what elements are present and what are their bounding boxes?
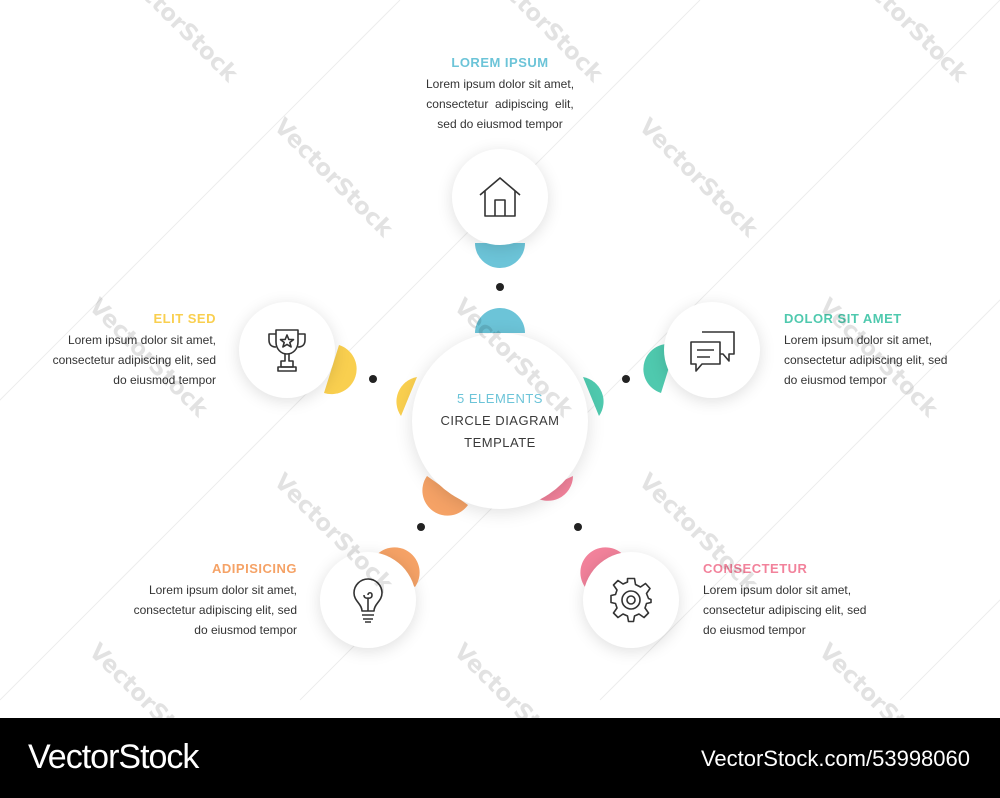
- adipisicing-title: ADIPISICING: [212, 561, 297, 576]
- gear-icon: [610, 577, 652, 623]
- consectetur-dot: [574, 523, 582, 531]
- description-line: do eiusmod tempor: [703, 623, 806, 637]
- description-line: consectetur adipiscing elit, sed: [52, 353, 216, 367]
- elit-sed-block: ELIT SED Lorem ipsum dolor sit amet, con…: [16, 311, 216, 390]
- footer-bar: VectorStock VectorStock.com/53998060: [0, 718, 1000, 798]
- trophy-icon: [268, 329, 306, 372]
- dolor-sit-amet-description: Lorem ipsum dolor sit amet, consectetur …: [784, 330, 984, 390]
- consectetur-title: CONSECTETUR: [703, 561, 808, 576]
- adipisicing-dot: [417, 523, 425, 531]
- elit-sed-icon-circle: [239, 302, 335, 398]
- description-line: consectetur adipiscing elit, sed: [703, 603, 867, 617]
- elit-sed-dot: [369, 375, 377, 383]
- description-line: do eiusmod tempor: [784, 373, 887, 387]
- footer-image-id: VectorStock.com/53998060: [700, 746, 970, 771]
- elit-sed-inner-semicircle: [396, 377, 417, 416]
- description-line: do eiusmod tempor: [194, 623, 297, 637]
- lorem-ipsum-dot: [496, 283, 504, 291]
- footer-brand-logo: VectorStock: [28, 738, 199, 776]
- consectetur-block: CONSECTETUR Lorem ipsum dolor sit amet, …: [703, 561, 903, 640]
- adipisicing-inner-semicircle: [422, 476, 468, 516]
- description-line: consectetur adipiscing elit, sed: [784, 353, 948, 367]
- elit-sed-title: ELIT SED: [153, 311, 216, 326]
- infographic-canvas: 5 ELEMENTS CIRCLE DIAGRAM TEMPLATE LOREM…: [0, 0, 1000, 718]
- lightbulb-icon: [353, 578, 383, 623]
- lorem-ipsum-description: Lorem ipsum dolor sit amet, consectetur …: [400, 74, 600, 134]
- adipisicing-description: Lorem ipsum dolor sit amet, consectetur …: [97, 580, 297, 640]
- description-line: consectetur adipiscing elit, sed: [133, 603, 297, 617]
- center-title-count: 5 ELEMENTS: [457, 391, 543, 406]
- house-icon: [479, 177, 521, 217]
- center-circle: 5 ELEMENTS CIRCLE DIAGRAM TEMPLATE: [412, 333, 588, 509]
- dolor-sit-amet-title: DOLOR SIT AMET: [784, 311, 902, 326]
- description-line: do eiusmod tempor: [113, 373, 216, 387]
- description-line: Lorem ipsum dolor sit amet,: [784, 333, 933, 347]
- dolor-sit-amet-block: DOLOR SIT AMET Lorem ipsum dolor sit ame…: [784, 311, 984, 390]
- lorem-ipsum-block: LOREM IPSUM Lorem ipsum dolor sit amet, …: [400, 55, 600, 134]
- center-title-line: CIRCLE DIAGRAM: [440, 413, 560, 428]
- dolor-sit-amet-inner-semicircle: [583, 377, 604, 416]
- lorem-ipsum-title: LOREM IPSUM: [451, 55, 549, 70]
- center-subtitle-line: TEMPLATE: [464, 435, 536, 450]
- lorem-ipsum-icon-circle: [452, 149, 548, 245]
- description-line: sed do eiusmod tempor: [437, 117, 563, 131]
- consectetur-description: Lorem ipsum dolor sit amet, consectetur …: [703, 580, 903, 640]
- description-line: Lorem ipsum dolor sit amet,: [703, 583, 852, 597]
- description-line: Lorem ipsum dolor sit amet,: [425, 77, 575, 91]
- lorem-ipsum-outer-semicircle: [475, 243, 525, 268]
- adipisicing-icon-circle: [320, 552, 416, 648]
- description-line: consectetur adipiscing elit,: [426, 97, 574, 111]
- elit-sed-description: Lorem ipsum dolor sit amet, consectetur …: [16, 330, 216, 390]
- consectetur-icon-circle: [583, 552, 679, 648]
- description-line: Lorem ipsum dolor sit amet,: [67, 333, 216, 347]
- dolor-sit-amet-dot: [622, 375, 630, 383]
- elit-sed-outer-semicircle: [324, 345, 357, 395]
- chat-bubbles-icon: [690, 331, 735, 372]
- dolor-sit-amet-icon-circle: [664, 302, 760, 398]
- adipisicing-block: ADIPISICING Lorem ipsum dolor sit amet, …: [97, 561, 297, 640]
- description-line: Lorem ipsum dolor sit amet,: [148, 583, 297, 597]
- lorem-ipsum-inner-semicircle: [475, 308, 525, 333]
